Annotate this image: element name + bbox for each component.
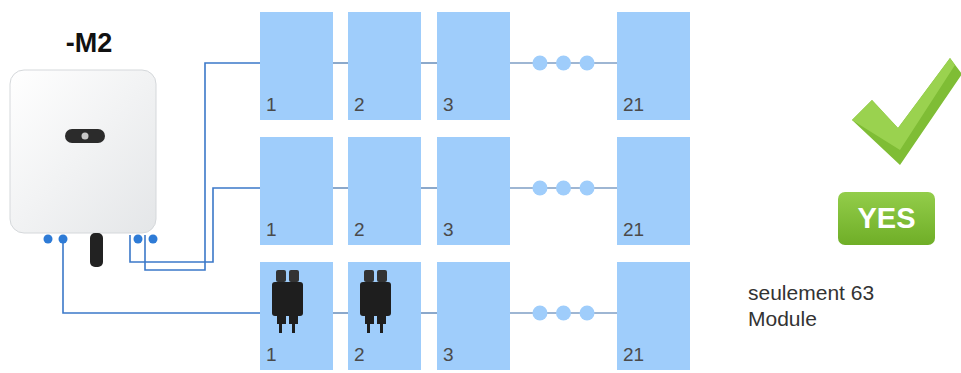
pv-module: 1 <box>260 12 333 120</box>
ac-cable <box>90 233 103 267</box>
inverter-unit: -M2 <box>8 28 170 235</box>
node-text: YES <box>857 202 915 235</box>
node-text: 3 <box>443 94 454 116</box>
ellipsis-dot <box>532 306 547 321</box>
string-cable <box>421 187 437 188</box>
string-cable <box>63 235 260 313</box>
string-cable <box>510 62 617 63</box>
yes-badge: YES <box>838 192 935 245</box>
ellipsis-dot <box>556 181 571 196</box>
pv-module: 2 <box>348 12 421 120</box>
ellipsis-dot <box>580 56 595 71</box>
pv-module: 21 <box>617 12 690 120</box>
pv-module: 3 <box>437 262 510 370</box>
node-text: 2 <box>354 344 365 366</box>
pv-module: 2 <box>348 262 421 370</box>
string-cable <box>333 187 348 188</box>
ellipsis-dot <box>580 181 595 196</box>
node-text: 21 <box>623 219 644 241</box>
dc-terminal <box>59 235 68 244</box>
node-text: 1 <box>266 94 277 116</box>
ellipsis-dot <box>556 306 571 321</box>
node-text: 2 <box>354 94 365 116</box>
node-text: 21 <box>623 344 644 366</box>
node-text: 21 <box>623 94 644 116</box>
ellipsis-dot <box>580 306 595 321</box>
pv-module: 2 <box>348 137 421 245</box>
string-cable <box>421 312 437 313</box>
string-cable <box>510 312 617 313</box>
note-text: seulement 63 Module <box>748 280 913 333</box>
node-text: 1 <box>266 344 277 366</box>
pv-module: 1 <box>260 137 333 245</box>
ellipsis-dot <box>556 56 571 71</box>
node-text: 3 <box>443 344 454 366</box>
pv-module: 3 <box>437 12 510 120</box>
optimizer <box>272 270 303 333</box>
optimizer <box>360 270 391 333</box>
inverter-body <box>8 28 158 235</box>
ellipsis-dot <box>532 181 547 196</box>
pv-module: 21 <box>617 137 690 245</box>
node-text: 2 <box>354 219 365 241</box>
dc-terminal <box>134 235 143 244</box>
string-cable <box>421 62 437 63</box>
string-cable <box>333 62 348 63</box>
string-cable <box>333 312 348 313</box>
string-cable <box>145 63 260 270</box>
pv-module: 1 <box>260 262 333 370</box>
check-mark <box>852 58 961 165</box>
check-mark-highlight <box>852 58 955 150</box>
pv-module: 3 <box>437 137 510 245</box>
pv-module: 21 <box>617 262 690 370</box>
ellipsis-dot <box>532 56 547 71</box>
string-cable <box>510 187 617 188</box>
node-text: 3 <box>443 219 454 241</box>
node-text: -M2 <box>8 28 170 59</box>
node-text: 1 <box>266 219 277 241</box>
dc-terminal <box>149 235 158 244</box>
dc-terminal <box>44 235 53 244</box>
